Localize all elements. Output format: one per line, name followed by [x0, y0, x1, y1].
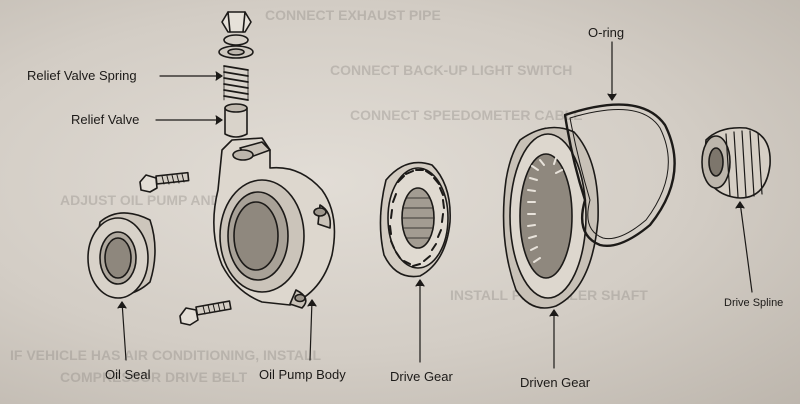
label-drive-gear: Drive Gear [390, 369, 453, 384]
label-drive-spline: Drive Spline [724, 297, 784, 309]
gasket-washer-icon [218, 45, 254, 59]
bleed-line-6: IF VEHICLE HAS AIR CONDITIONING, INSTALL [10, 347, 322, 363]
label-oil-pump-body: Oil Pump Body [259, 367, 346, 382]
drive-gear-icon [379, 161, 451, 278]
relief-valve-icon [224, 103, 248, 138]
leader-lines [117, 41, 753, 369]
label-driven-gear: Driven Gear [520, 375, 591, 390]
leader-oil-seal [121, 301, 127, 361]
relief-valve-spring-icon [223, 65, 249, 101]
label-o-ring: O-ring [588, 25, 625, 40]
leader-oil-pump-body [309, 299, 313, 361]
oil-pump-body-icon [213, 137, 336, 309]
leader-drive-spline [739, 201, 753, 293]
oil-seal-icon [87, 212, 156, 299]
bleed-line-3: CONNECT SPEEDOMETER CABLE [350, 107, 583, 123]
driven-gear-icon [502, 126, 599, 309]
bleed-through-text: CONNECT EXHAUST PIPE CONNECT BACK-UP LIG… [10, 7, 648, 385]
bleed-line-1: CONNECT EXHAUST PIPE [265, 7, 441, 23]
bolt-upper-icon [139, 171, 190, 193]
label-relief-valve: Relief Valve [71, 112, 140, 127]
o-ring-icon [563, 103, 676, 247]
plug-bolt-icon [221, 11, 252, 46]
bleed-line-7: COMPRESSOR DRIVE BELT [60, 369, 248, 385]
bolt-lower-icon [179, 300, 232, 326]
drive-spline-icon [701, 126, 771, 199]
bleed-line-2: CONNECT BACK-UP LIGHT SWITCH [330, 62, 572, 78]
label-oil-seal: Oil Seal [105, 367, 151, 382]
label-relief-valve-spring: Relief Valve Spring [27, 68, 137, 83]
